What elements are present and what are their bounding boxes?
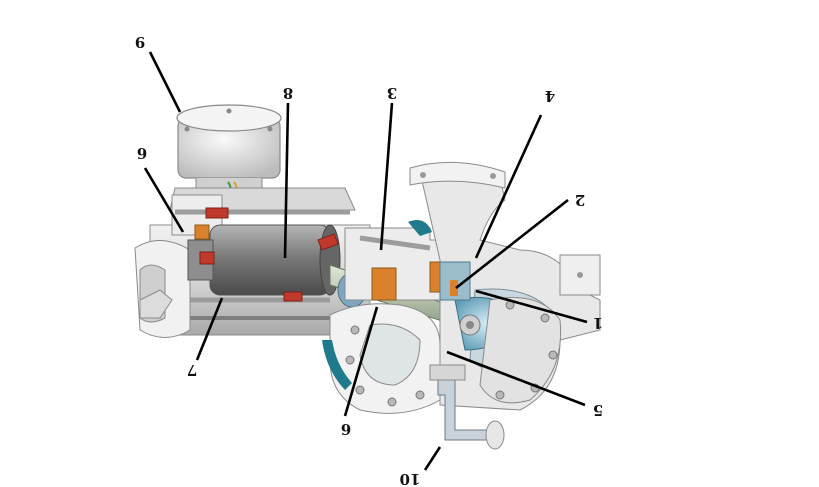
leader-9 xyxy=(148,51,182,113)
callout-3: 3 xyxy=(387,84,397,102)
callout-labels: 9 8 3 4 2 1 5 6 6 7 10 xyxy=(135,33,603,487)
suction-flange-face xyxy=(479,297,562,404)
callout-4: 4 xyxy=(545,87,555,105)
callout-2: 2 xyxy=(575,191,585,209)
leader-3 xyxy=(379,102,394,251)
front-flange xyxy=(322,303,441,414)
drain-pipe xyxy=(429,364,505,450)
leader-7 xyxy=(195,297,224,361)
leader-4 xyxy=(474,114,543,259)
leader-5 xyxy=(446,350,586,407)
callout-10: 10 xyxy=(400,470,421,487)
callout-6a: 6 xyxy=(137,144,147,162)
leader-6a xyxy=(143,167,185,233)
callout-7: 7 xyxy=(187,361,197,379)
leader-2 xyxy=(455,198,569,290)
bearing-housing xyxy=(344,219,449,301)
leader-6b xyxy=(343,306,379,417)
red-seals xyxy=(199,207,339,302)
leader-1 xyxy=(475,289,588,324)
callout-9: 9 xyxy=(135,33,145,51)
callout-8: 8 xyxy=(283,84,293,102)
leader-10 xyxy=(423,446,442,471)
callout-6b: 6 xyxy=(341,420,351,438)
callout-5: 5 xyxy=(593,401,603,419)
callout-leaders xyxy=(143,51,588,471)
leader-8 xyxy=(283,102,290,259)
callout-1: 1 xyxy=(593,314,603,332)
